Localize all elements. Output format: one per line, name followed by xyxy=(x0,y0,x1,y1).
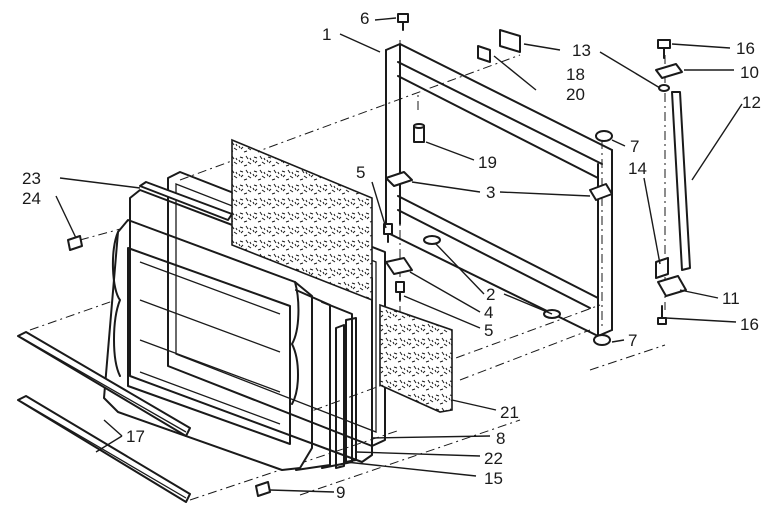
screw-icon-9 xyxy=(255,481,271,497)
callout-13: 13 xyxy=(572,41,591,60)
top-trim-strip xyxy=(139,181,233,221)
callout-3: 3 xyxy=(486,183,495,202)
callout-16-top: 16 xyxy=(736,39,755,58)
callout-21: 21 xyxy=(500,403,519,422)
hinge-bottom-icon xyxy=(657,275,687,297)
callout-15: 15 xyxy=(484,469,503,488)
door-rack-bars xyxy=(17,331,191,503)
callout-7-bottom: 7 xyxy=(628,331,637,350)
callout-14: 14 xyxy=(628,159,647,178)
callout-5-top: 5 xyxy=(356,163,365,182)
callout-1: 1 xyxy=(322,25,331,44)
callout-6: 6 xyxy=(360,9,369,28)
callout-11: 11 xyxy=(722,289,740,308)
hinge-bracket-right xyxy=(589,183,613,201)
callout-4: 4 xyxy=(484,303,493,322)
callout-9: 9 xyxy=(336,483,345,502)
callout-12: 12 xyxy=(742,93,761,112)
screw-icon-5b xyxy=(395,281,405,301)
screw-icon xyxy=(397,13,409,31)
cap-icon-top xyxy=(595,130,613,142)
callout-23: 23 xyxy=(22,169,41,188)
mounting-plate-small xyxy=(477,45,491,63)
insulation-panel xyxy=(231,138,453,413)
callout-8: 8 xyxy=(496,429,505,448)
callout-labels: 1 6 18 20 13 16 10 12 7 19 3 5 14 2 4 5 … xyxy=(22,9,761,502)
hinge-plate-14 xyxy=(655,257,669,279)
callout-20: 20 xyxy=(566,85,585,104)
screw-icon-24 xyxy=(67,235,83,251)
callout-7-top: 7 xyxy=(630,137,639,156)
screw-icon-5a xyxy=(383,223,393,243)
callout-2: 2 xyxy=(486,285,495,304)
callout-24: 24 xyxy=(22,189,41,208)
hardware-parts xyxy=(67,13,691,497)
leader-lines xyxy=(55,17,743,493)
cap-icon-bottom xyxy=(593,334,611,346)
mounting-plate xyxy=(499,29,521,53)
screw-icon-16b xyxy=(657,305,667,325)
liner-strips xyxy=(335,317,357,469)
bracket-4 xyxy=(385,257,413,275)
callout-16-bottom: 16 xyxy=(740,315,759,334)
hinge-top-icon xyxy=(655,63,683,79)
hinge-bracket-left xyxy=(385,171,413,187)
callout-17: 17 xyxy=(126,427,145,446)
callout-5-bottom: 5 xyxy=(484,321,493,340)
callout-10: 10 xyxy=(740,63,759,82)
screw-icon-16a xyxy=(657,39,671,59)
washer-icon xyxy=(423,235,441,245)
callout-19: 19 xyxy=(478,153,497,172)
callout-22: 22 xyxy=(484,449,503,468)
callout-18: 18 xyxy=(566,65,585,84)
hinge-rod xyxy=(671,91,691,271)
